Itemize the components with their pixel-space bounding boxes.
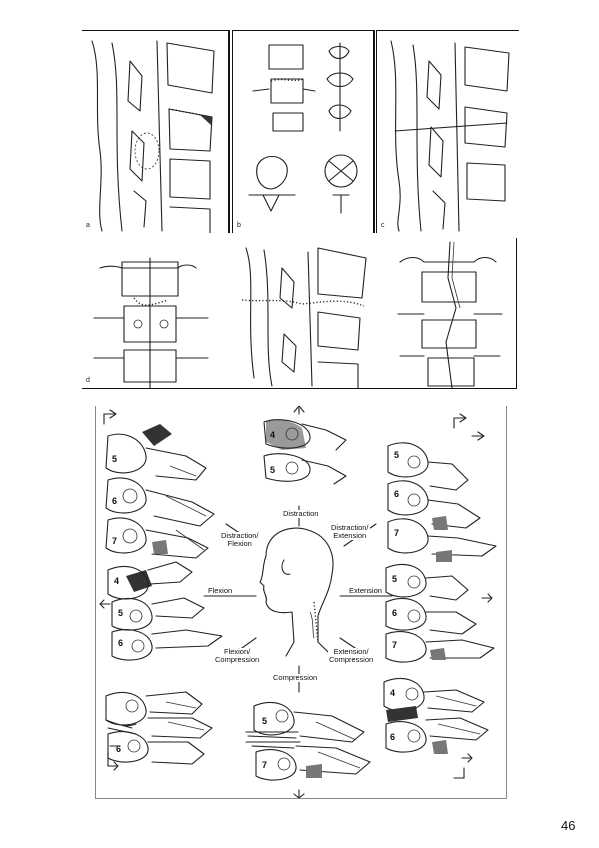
level-7-label: 7 — [112, 536, 117, 546]
level-6-label: 6 — [390, 732, 395, 742]
level-4-label: 4 — [390, 688, 395, 698]
spine-injury-drawings-d — [93, 241, 503, 388]
label-extension: Extension — [348, 586, 383, 595]
level-6-label: 6 — [116, 744, 121, 754]
label-distraction-extension: Distraction/ Extension — [330, 524, 370, 540]
level-7-label: 7 — [262, 760, 267, 770]
panel-a: a — [82, 30, 230, 233]
vertebra-group-top-left: 5 6 7 — [103, 409, 215, 559]
level-6-label: 6 — [392, 608, 397, 618]
vertebra-group-bottom-center: 5 7 — [245, 702, 371, 798]
level-5-label: 5 — [112, 454, 117, 464]
vertebra-group-top-right: 5 6 7 — [387, 413, 497, 562]
panel-c: c — [376, 30, 519, 233]
mechanism-diagram: 4 5 5 6 7 — [99, 406, 497, 798]
level-6-label: 6 — [394, 489, 399, 499]
spine-lateral-drawing-a — [91, 40, 215, 233]
panel-d: d — [82, 238, 517, 389]
label-distraction-flexion-text: Distraction/ Flexion — [221, 531, 259, 548]
level-6-label: 6 — [118, 638, 123, 648]
page-number: 46 — [561, 818, 576, 833]
label-extension-compression-text: Extension/ Compression — [329, 647, 374, 664]
panel-b: b — [232, 30, 375, 233]
injury-mechanism-figure: 4 5 5 6 7 — [95, 406, 507, 799]
label-flexion-compression-text: Flexion/ Compression — [215, 647, 260, 664]
spine-lateral-drawing-c — [390, 40, 510, 232]
vertebra-group-bottom-left: 6 — [105, 691, 213, 771]
vertebra-group-middle-left: 4 5 6 — [99, 561, 223, 661]
panel-label-a: a — [86, 222, 90, 229]
label-distraction: Distraction — [282, 509, 320, 518]
level-5-label: 5 — [118, 608, 123, 618]
panel-label-d: d — [86, 377, 90, 384]
panel-label-b: b — [237, 222, 241, 229]
head-figure — [259, 527, 334, 657]
level-5-label: 5 — [262, 716, 267, 726]
label-flexion: Flexion — [207, 586, 234, 595]
level-7-label: 7 — [392, 640, 397, 650]
level-5-label: 5 — [392, 574, 397, 584]
vertebra-group-middle-right: 5 6 7 — [385, 564, 495, 663]
label-distraction-extension-text: Distraction/ Extension — [331, 523, 369, 540]
level-4-label: 4 — [270, 430, 275, 440]
label-extension-compression: Extension/ Compression — [328, 647, 375, 664]
label-compression: Compression — [272, 673, 319, 682]
level-4-label: 4 — [114, 576, 119, 586]
level-5-label: 5 — [394, 450, 399, 460]
spine-multiview-drawing-b — [248, 42, 358, 214]
level-7-label: 7 — [394, 528, 399, 538]
vertebra-group-top-center: 4 5 — [263, 406, 347, 485]
vertebra-group-bottom-right: 4 6 — [383, 678, 489, 779]
level-5-label: 5 — [270, 465, 275, 475]
level-6-label: 6 — [112, 496, 117, 506]
label-flexion-compression: Flexion/ Compression — [214, 647, 261, 664]
panel-label-c: c — [381, 222, 385, 229]
label-distraction-flexion: Distraction/ Flexion — [220, 532, 260, 548]
